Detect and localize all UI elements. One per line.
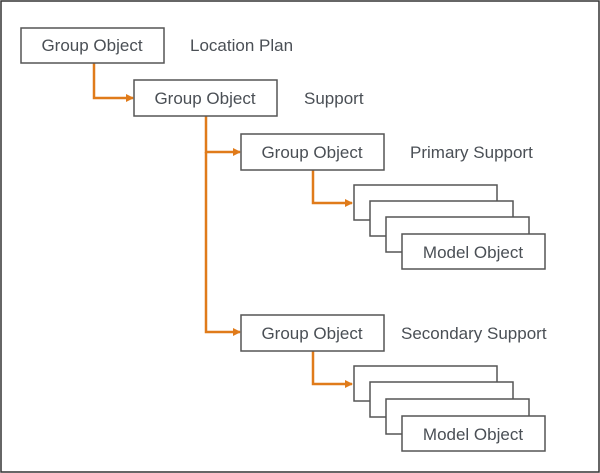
support-group-node: Group Object (133, 79, 278, 117)
support-label: Support (304, 89, 364, 108)
secondary-model-stack (353, 365, 546, 452)
location-plan-label: Location Plan (190, 36, 293, 55)
secondary-group-node: Group Object (240, 314, 385, 352)
connector-support-to-secondary (204, 152, 241, 336)
connectors (92, 63, 353, 388)
primary-model-label: Model Object (423, 243, 523, 262)
primary-group-box (240, 133, 385, 171)
primary-support-label: Primary Support (410, 143, 533, 162)
connector-primary-to-models (311, 170, 353, 207)
root-group-label: Group Object (41, 36, 142, 55)
primary-group-label: Group Object (261, 143, 362, 162)
secondary-model-box-4 (401, 415, 546, 452)
root-group-node: Group Object (20, 27, 165, 64)
connector-root-to-support (92, 63, 134, 102)
primary-model-box-4 (401, 233, 546, 270)
primary-model-stack (353, 184, 546, 270)
secondary-group-label: Group Object (261, 324, 362, 343)
secondary-group-box (240, 314, 385, 352)
secondary-support-label: Secondary Support (401, 324, 547, 343)
root-group-box (20, 27, 165, 64)
secondary-model-label: Model Object (423, 425, 523, 444)
connector-secondary-to-models (311, 351, 353, 388)
support-group-label: Group Object (154, 89, 255, 108)
support-group-box (133, 79, 278, 117)
primary-group-node: Group Object (240, 133, 385, 171)
